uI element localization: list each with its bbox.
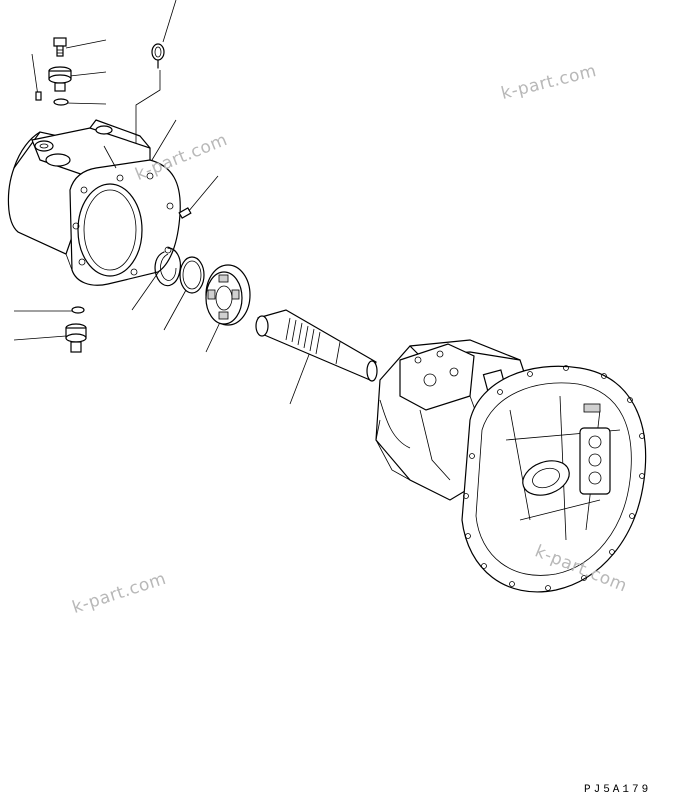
leader-bolt xyxy=(65,39,107,49)
drain-plug-part xyxy=(65,323,87,353)
spacer-part xyxy=(179,256,205,294)
drive-shaft-part xyxy=(255,309,378,382)
leader-housing xyxy=(151,119,177,161)
eyebolt-part xyxy=(151,43,165,69)
oring-bottom-part xyxy=(71,306,85,314)
oring-top-part xyxy=(53,98,69,106)
leader-eyebolt-lower xyxy=(135,70,161,148)
leader-small-bolt xyxy=(31,53,39,97)
leader-housing-bolt xyxy=(187,175,219,213)
snap-ring-part xyxy=(154,247,181,287)
leader-snap-ring xyxy=(131,269,161,311)
bearing-part xyxy=(205,264,251,326)
leader-shaft xyxy=(289,351,311,405)
small-bolt-part xyxy=(35,91,42,101)
leader-drain-plug xyxy=(13,335,67,341)
bolt-part xyxy=(53,37,67,57)
main-pump-assembly xyxy=(375,339,647,593)
leader-plug xyxy=(69,71,107,77)
housing-bolt-part xyxy=(178,207,192,219)
leader-oring-top xyxy=(65,102,107,105)
drawing-code-label: PJ5A179 xyxy=(584,784,652,796)
flange-holes xyxy=(463,365,645,591)
plug-part xyxy=(48,66,72,92)
pump-housing xyxy=(7,119,181,286)
leader-spacer xyxy=(163,289,187,331)
leader-eyebolt xyxy=(162,0,177,43)
